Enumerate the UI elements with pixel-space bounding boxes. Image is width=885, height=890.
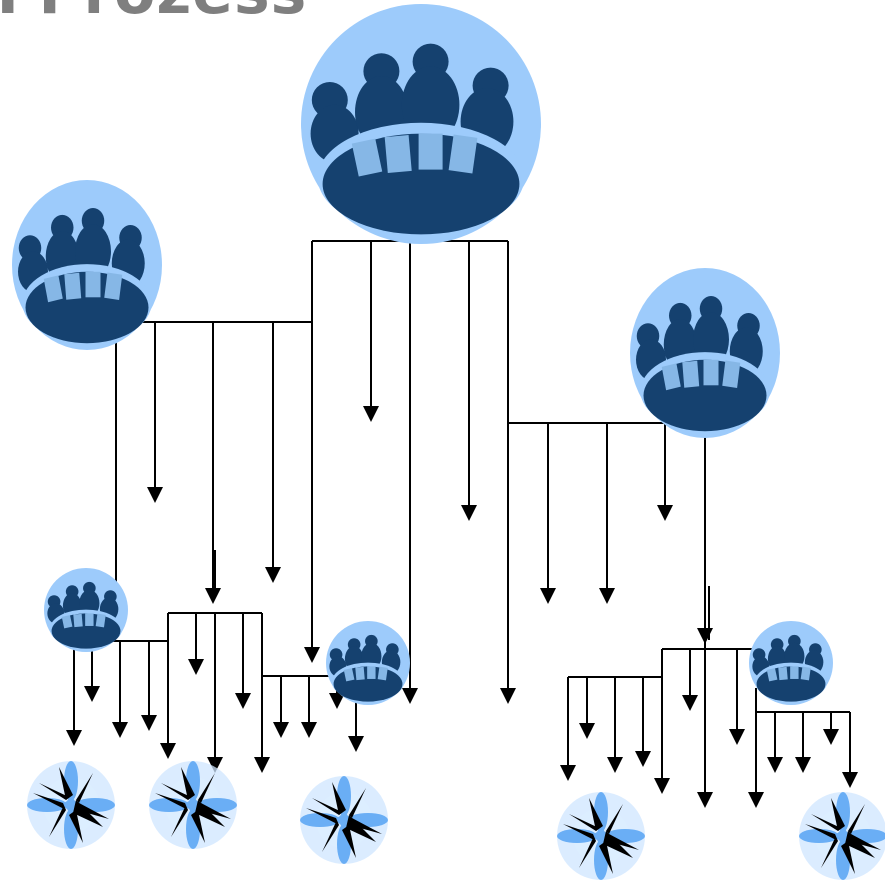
group-node-small-left: [44, 568, 128, 652]
group-node-top: [301, 4, 541, 244]
arrowhead-down-icon: [823, 729, 839, 745]
people-meeting-icon: [44, 568, 128, 652]
arrowhead-down-icon: [207, 757, 223, 773]
group-node-small-middle: [326, 621, 410, 705]
people-meeting-icon: [326, 621, 410, 705]
people-meeting-icon: [12, 180, 162, 350]
arrowhead-down-icon: [84, 686, 100, 702]
arrowhead-down-icon: [767, 757, 783, 773]
arrowhead-down-icon: [304, 647, 320, 663]
arrowhead-down-icon: [599, 588, 615, 604]
arrowhead-down-icon: [540, 588, 556, 604]
arrowhead-down-icon: [66, 730, 82, 746]
arrowhead-down-icon: [112, 722, 128, 738]
arrowhead-down-icon: [273, 722, 289, 738]
arrowhead-down-icon: [363, 406, 379, 422]
star-sparkle-icon: [799, 792, 885, 880]
arrowhead-down-icon: [402, 688, 418, 704]
arrowhead-down-icon: [500, 688, 516, 704]
arrowhead-down-icon: [329, 693, 345, 709]
star-sparkle-icon: [149, 761, 237, 849]
arrowhead-down-icon: [654, 778, 670, 794]
star-sparkle-icon: [300, 776, 388, 864]
arrowhead-down-icon: [235, 693, 251, 709]
people-meeting-icon: [749, 621, 833, 705]
arrowhead-down-icon: [265, 567, 281, 583]
connector-lines: [73, 232, 851, 802]
arrowhead-down-icon: [795, 757, 811, 773]
arrowhead-down-icon: [682, 695, 698, 711]
arrowhead-down-icon: [141, 715, 157, 731]
arrowhead-down-icon: [461, 505, 477, 521]
arrowhead-down-icon: [147, 487, 163, 503]
arrowhead-down-icon: [635, 751, 651, 767]
arrowhead-down-icon: [657, 505, 673, 521]
arrowhead-down-icon: [348, 736, 364, 752]
people-meeting-icon: [630, 268, 780, 438]
arrowhead-down-icon: [842, 772, 858, 788]
arrowhead-down-icon: [697, 792, 713, 808]
arrowhead-down-icon: [160, 743, 176, 759]
star-sparkle-icon: [27, 761, 115, 849]
arrowhead-down-icon: [188, 659, 204, 675]
group-node-left: [12, 180, 162, 350]
group-node-right: [630, 268, 780, 438]
arrowhead-down-icon: [729, 729, 745, 745]
group-node-small-right: [749, 621, 833, 705]
arrowhead-down-icon: [301, 722, 317, 738]
arrowhead-down-icon: [697, 628, 713, 644]
arrowhead-down-icon: [748, 792, 764, 808]
arrowhead-down-icon: [254, 757, 270, 773]
arrowhead-down-icon: [205, 588, 221, 604]
arrowheads: [66, 406, 858, 808]
arrowhead-down-icon: [560, 765, 576, 781]
arrowhead-down-icon: [607, 757, 623, 773]
arrowhead-down-icon: [579, 723, 595, 739]
diagram-title: cFProzess: [0, 0, 307, 28]
star-sparkle-icon: [557, 792, 645, 880]
people-meeting-icon: [301, 4, 541, 244]
